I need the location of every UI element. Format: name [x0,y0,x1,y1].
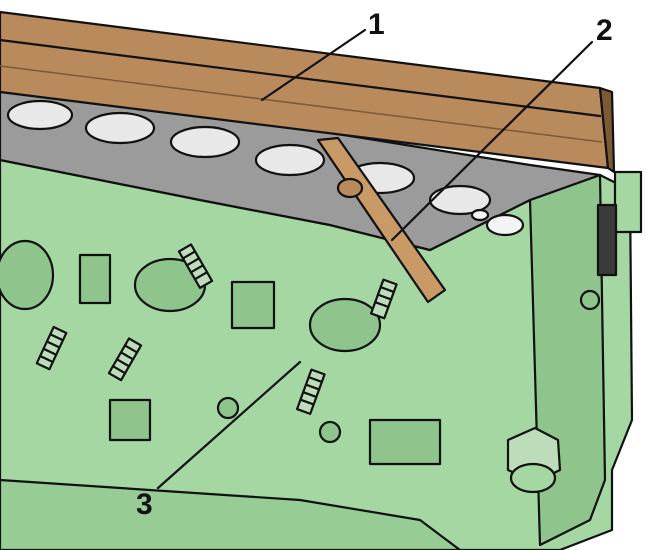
stud-bolt [35,243,398,415]
ports [0,239,601,466]
leader-line-3 [156,360,302,490]
side-fitting [596,170,643,277]
cylinder-head-body [0,158,634,550]
callout-label-1: 1 [368,8,385,41]
leader-line-2 [390,40,594,242]
feeler-gauge [316,136,447,304]
leader-line-1 [260,28,367,102]
callout-label-3: 3 [136,488,153,521]
hex-plug [506,426,562,494]
straightedge [0,10,616,174]
callout-label-2: 2 [596,14,613,47]
